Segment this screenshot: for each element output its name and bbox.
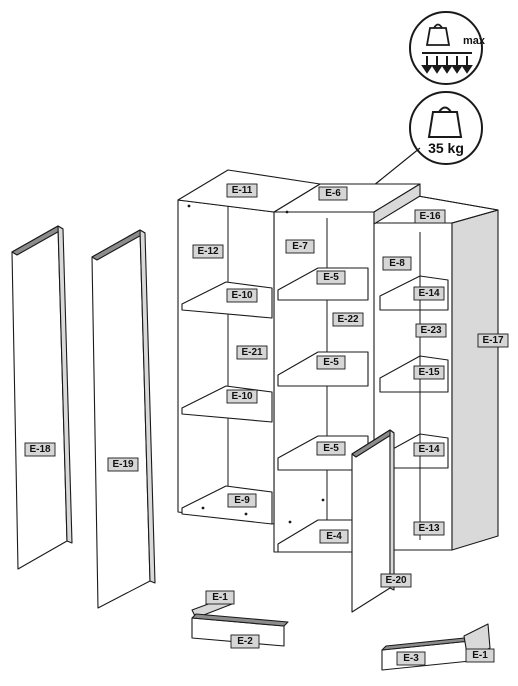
label-e17: E-17 <box>477 333 509 348</box>
label-e8: E-8 <box>382 256 412 271</box>
label-e16: E-16 <box>414 209 446 224</box>
svg-text:E-5: E-5 <box>323 443 339 454</box>
svg-text:E-11: E-11 <box>232 185 253 196</box>
max-label: max <box>463 35 486 47</box>
label-e13: E-13 <box>413 521 445 536</box>
label-e4: E-4 <box>319 529 349 544</box>
svg-text:E-9: E-9 <box>234 495 250 506</box>
label-e1-left: E-1 <box>205 590 235 605</box>
label-e14-top: E-14 <box>413 286 445 301</box>
label-e19: E-19 <box>107 457 139 472</box>
svg-text:E-20: E-20 <box>385 575 407 586</box>
label-e21: E-21 <box>236 345 268 360</box>
weight-capacity-label: 35 kg <box>428 140 464 156</box>
svg-text:E-12: E-12 <box>197 246 219 257</box>
svg-text:E-23: E-23 <box>420 325 442 336</box>
pointer-line <box>367 147 421 191</box>
svg-text:E-14: E-14 <box>418 444 440 455</box>
svg-text:E-19: E-19 <box>112 459 134 470</box>
max-load-badge: max <box>409 11 486 85</box>
svg-text:E-17: E-17 <box>482 335 504 346</box>
svg-text:E-4: E-4 <box>326 531 342 542</box>
label-e11: E-11 <box>226 183 258 198</box>
label-e20: E-20 <box>380 573 412 588</box>
svg-text:E-14: E-14 <box>418 288 440 299</box>
svg-text:E-1: E-1 <box>212 592 228 603</box>
side-panel-e18 <box>11 225 73 570</box>
svg-text:E-15: E-15 <box>418 367 440 378</box>
svg-text:E-10: E-10 <box>231 391 253 402</box>
label-e5-middle: E-5 <box>316 355 346 370</box>
label-e12: E-12 <box>192 244 224 259</box>
label-e9: E-9 <box>227 493 257 508</box>
svg-text:E-6: E-6 <box>325 188 341 199</box>
svg-text:E-18: E-18 <box>29 444 51 455</box>
weight-icon <box>425 23 451 46</box>
label-e14-bottom: E-14 <box>413 442 445 457</box>
svg-text:E-3: E-3 <box>403 653 419 664</box>
svg-text:E-7: E-7 <box>292 241 308 252</box>
label-e5-top: E-5 <box>316 270 346 285</box>
svg-text:E-1: E-1 <box>472 650 488 661</box>
label-e15: E-15 <box>413 365 445 380</box>
weight-capacity-badge: 35 kg <box>409 91 483 165</box>
svg-text:E-16: E-16 <box>419 211 441 222</box>
side-panel-e19 <box>91 229 156 609</box>
door-panel-e20 <box>351 429 395 613</box>
label-e6: E-6 <box>318 186 348 201</box>
label-e23: E-23 <box>415 323 447 338</box>
label-e1-right: E-1 <box>465 648 495 663</box>
svg-text:E-22: E-22 <box>337 314 359 325</box>
label-e22: E-22 <box>332 312 364 327</box>
svg-text:E-8: E-8 <box>389 258 405 269</box>
label-e5-lower: E-5 <box>316 441 346 456</box>
label-e3: E-3 <box>396 651 426 666</box>
svg-text:E-2: E-2 <box>237 636 253 647</box>
svg-text:E-5: E-5 <box>323 357 339 368</box>
label-e18: E-18 <box>24 442 56 457</box>
svg-text:E-21: E-21 <box>241 347 263 358</box>
svg-text:E-10: E-10 <box>231 290 253 301</box>
svg-text:E-13: E-13 <box>418 523 440 534</box>
label-e10-bottom: E-10 <box>226 389 258 404</box>
svg-text:E-5: E-5 <box>323 272 339 283</box>
label-e2: E-2 <box>230 634 260 649</box>
arrows-down-icon <box>421 52 473 74</box>
label-e10-top: E-10 <box>226 288 258 303</box>
weight-icon <box>427 106 463 138</box>
label-e7: E-7 <box>285 239 315 254</box>
